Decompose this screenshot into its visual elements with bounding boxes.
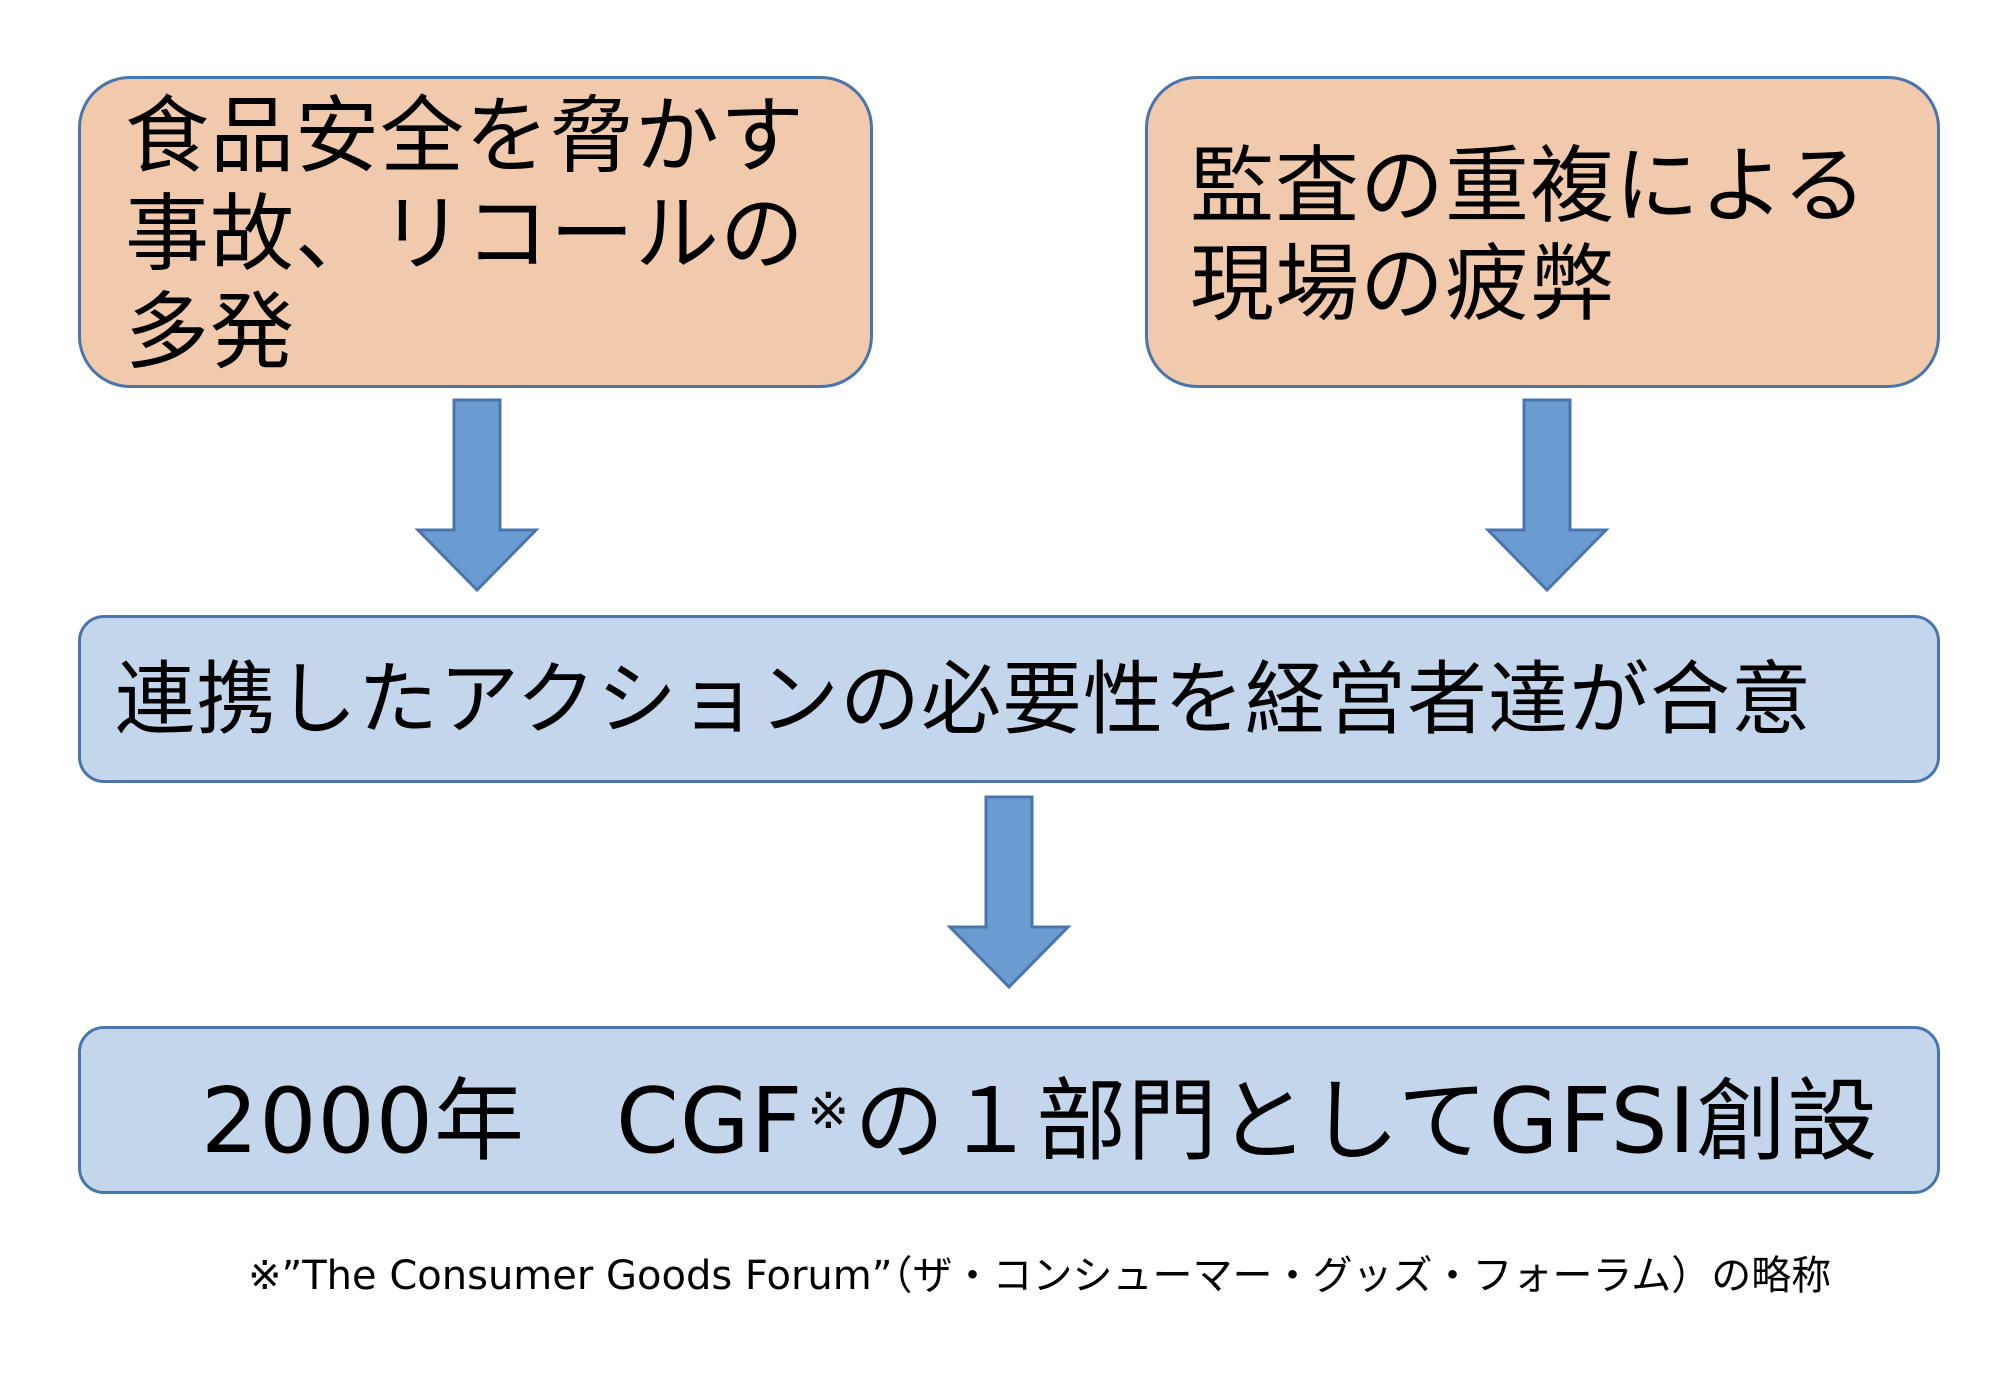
arrow-down-center — [946, 795, 1072, 990]
footnote: ※”The Consumer Goods Forum”（ザ・コンシューマー・グッ… — [248, 1253, 1832, 1299]
executive-agreement-box: 連携したアクションの必要性を経営者達が合意 — [78, 615, 1940, 783]
arrow-down-left — [414, 398, 540, 593]
gfsi-founding-text: 2000年 CGF※の１部門としてGFSI創設 — [201, 1059, 1878, 1174]
executive-agreement-text: 連携したアクションの必要性を経営者達が合意 — [115, 653, 1812, 746]
gfsi-founding-suffix: の１部門としてGFSI創設 — [854, 1069, 1879, 1174]
audit-duplication-box: 監査の重複による 現場の疲弊 — [1145, 76, 1940, 388]
gfsi-founding-box: 2000年 CGF※の１部門としてGFSI創設 — [78, 1026, 1940, 1194]
footnote-mark: ※ — [807, 1082, 851, 1140]
food-safety-incidents-box: 食品安全を脅かす 事故、リコールの 多発 — [78, 76, 873, 388]
food-safety-incidents-text: 食品安全を脅かす 事故、リコールの 多発 — [125, 87, 806, 381]
audit-duplication-text: 監査の重複による 現場の疲弊 — [1190, 137, 1868, 333]
arrow-down-right — [1484, 398, 1610, 593]
gfsi-founding-prefix: 2000年 CGF — [201, 1069, 804, 1174]
